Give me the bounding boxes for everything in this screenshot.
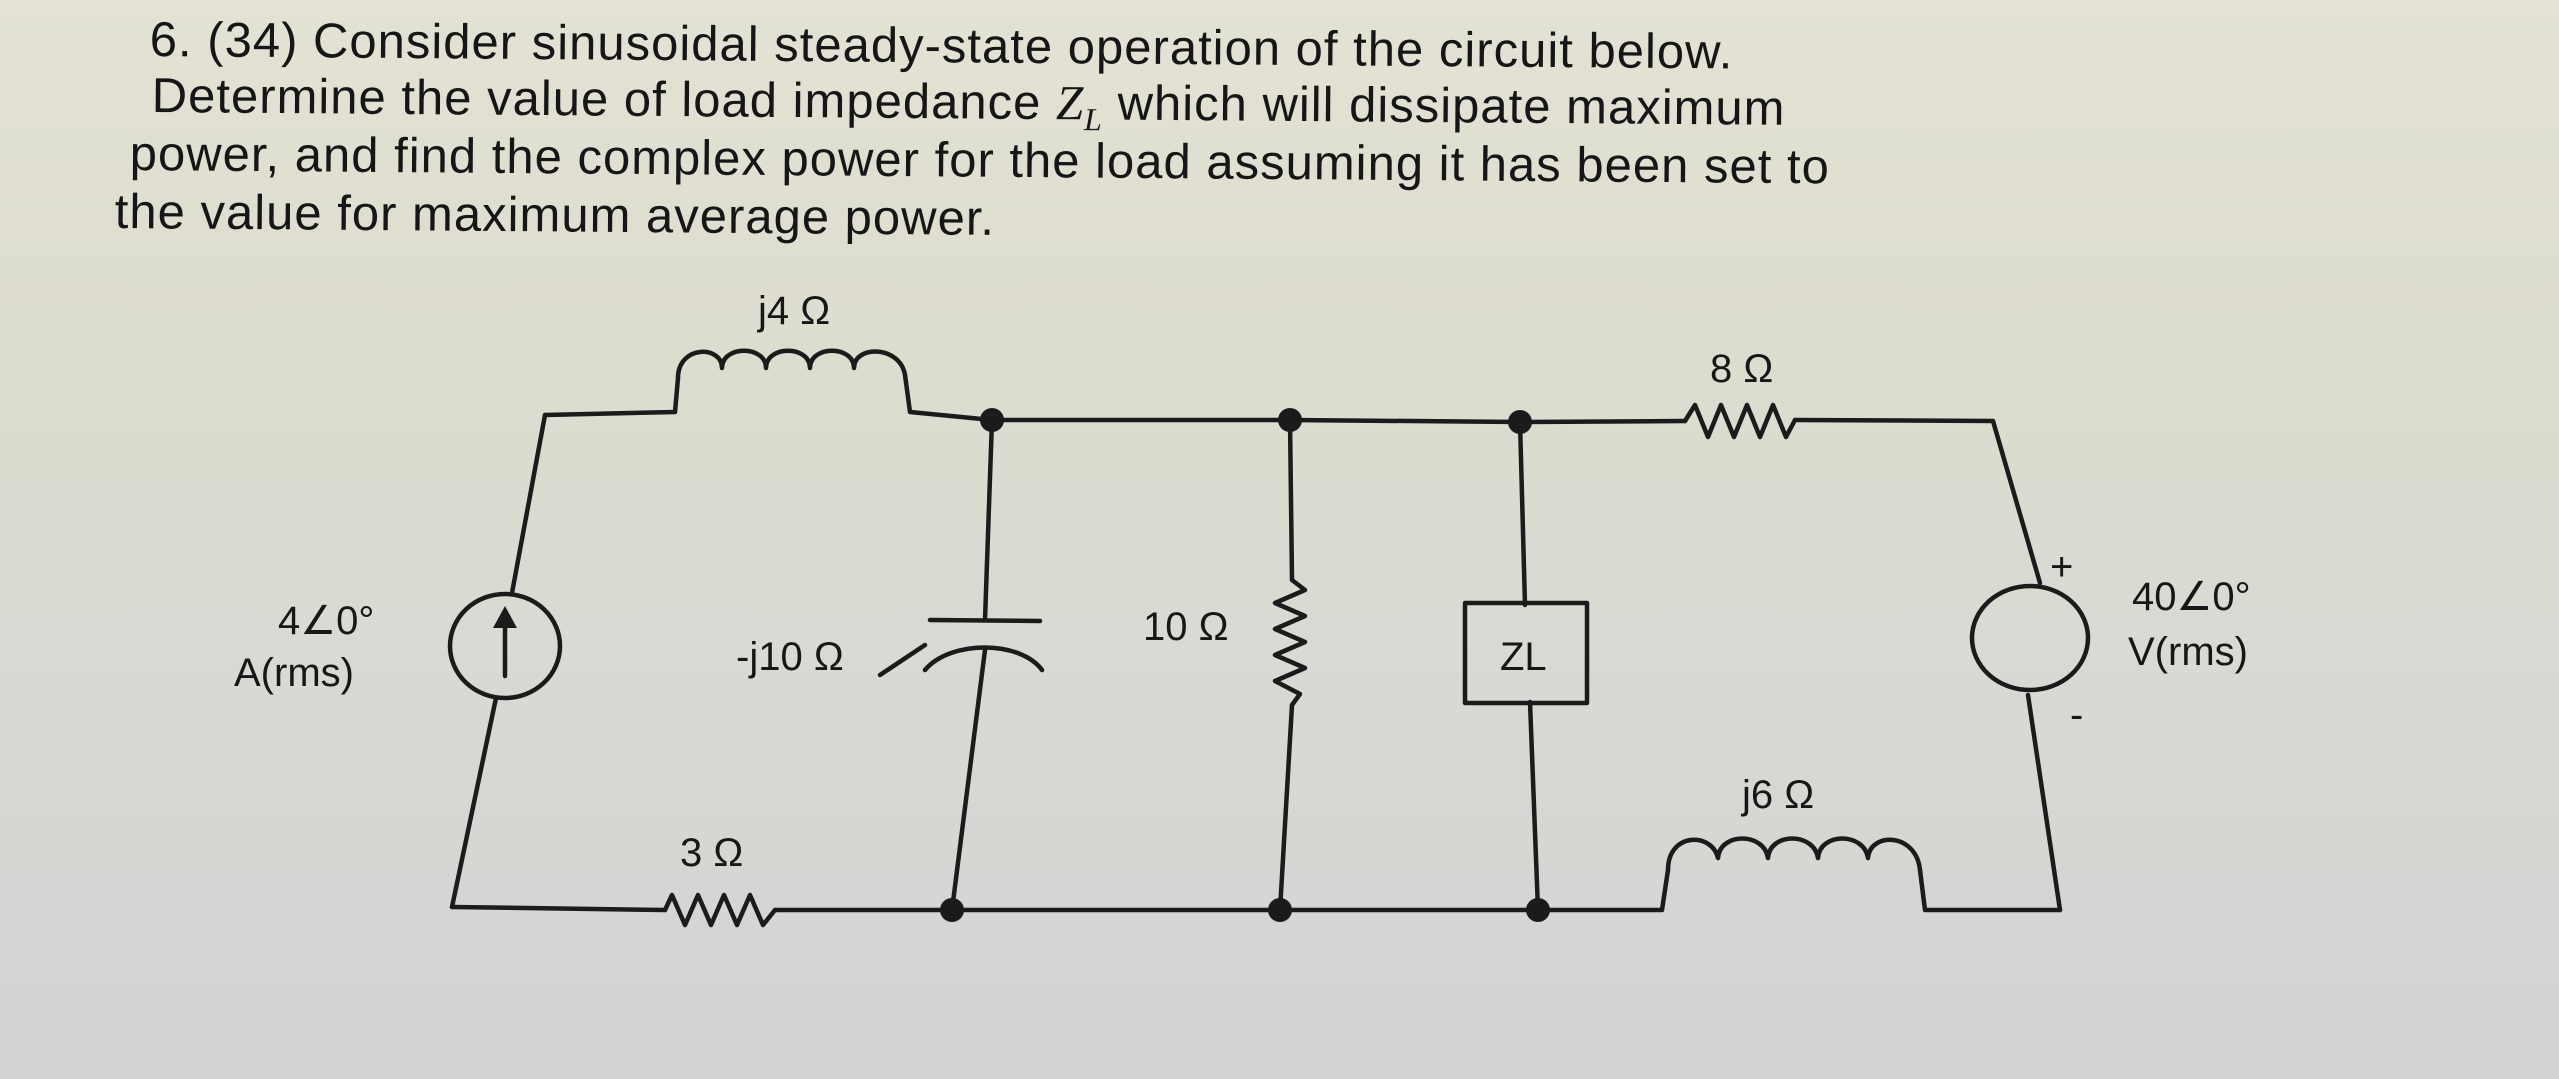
inductor-j4 — [675, 348, 908, 381]
inductor-j4-coils — [675, 348, 908, 381]
current-source-circle — [447, 591, 563, 701]
wires — [449, 372, 2063, 913]
wire-zl-lower — [1527, 699, 1541, 913]
resistor-10ohm — [1272, 577, 1308, 708]
wire-bottom-3ohm-left — [449, 904, 668, 913]
wire-left-upper — [509, 412, 548, 596]
node-bottom-1 — [940, 898, 964, 922]
voltage-source — [1969, 583, 2091, 693]
nodes — [940, 408, 1550, 922]
capacitor-label: -j10 Ω — [736, 635, 844, 679]
inductor-j6-label: j6 Ω — [1741, 773, 1814, 817]
resistor-10ohm-label: 10 Ω — [1143, 605, 1229, 649]
wire-cap-lower — [949, 647, 988, 913]
voltage-source-unit: V(rms) — [2128, 630, 2248, 674]
capacitor-j10 — [877, 617, 1045, 678]
resistor-3ohm-zigzag — [662, 892, 778, 928]
wire-cap-upper — [982, 417, 995, 623]
current-source-arrowhead — [493, 606, 517, 628]
resistor-8ohm-label: 8 Ω — [1710, 347, 1773, 391]
wire-10-upper — [1287, 417, 1295, 583]
resistor-3ohm — [662, 892, 778, 928]
wire-right-lower — [2025, 692, 2063, 913]
voltage-source-value: 40∠0° — [2132, 575, 2251, 619]
wire-left-lower — [449, 695, 499, 910]
resistor-8ohm-zigzag — [1682, 402, 1798, 440]
resistor-8ohm — [1682, 402, 1798, 440]
resistor-3ohm-label: 3 Ω — [680, 831, 743, 875]
wire-top-rail — [989, 417, 1688, 425]
resistor-10ohm-zigzag — [1272, 577, 1308, 708]
inductor-j4-label: j4 Ω — [757, 289, 830, 333]
node-bottom-2 — [1268, 898, 1292, 922]
load-zl-box — [1462, 600, 1590, 706]
current-source — [447, 591, 563, 701]
capacitor-plate-curved — [922, 645, 1045, 673]
wire-zl-upper — [1517, 419, 1528, 608]
wire-bottom-right — [1917, 867, 2063, 913]
node-top-3 — [1508, 410, 1532, 434]
capacitor-plate-flat — [927, 617, 1043, 624]
load-zl-label: ZL — [1500, 635, 1547, 679]
capacitor-arrow-line — [877, 642, 928, 678]
node-top-1 — [980, 408, 1004, 432]
current-source-value: 4∠0° — [278, 599, 374, 643]
wire-top-right — [1792, 417, 2043, 586]
load-zl — [1462, 600, 1590, 706]
inductor-j6-coils — [1665, 836, 1923, 873]
node-bottom-3 — [1526, 898, 1550, 922]
voltage-plus-sign: + — [2050, 545, 2073, 589]
voltage-source-circle — [1969, 583, 2091, 693]
node-top-2 — [1278, 408, 1302, 432]
wire-10-lower — [1277, 702, 1295, 913]
voltage-minus-sign: - — [2070, 693, 2083, 737]
wire-top-node1 — [902, 372, 995, 423]
inductor-j6 — [1665, 836, 1923, 873]
wire-bottom-j6 — [1535, 867, 1671, 913]
current-source-unit: A(rms) — [234, 651, 354, 695]
circuit-labels: 4∠0° A(rms) j4 Ω 3 Ω -j10 Ω 10 Ω ZL 8 Ω … — [234, 289, 2251, 875]
wire-top-left — [542, 375, 681, 418]
